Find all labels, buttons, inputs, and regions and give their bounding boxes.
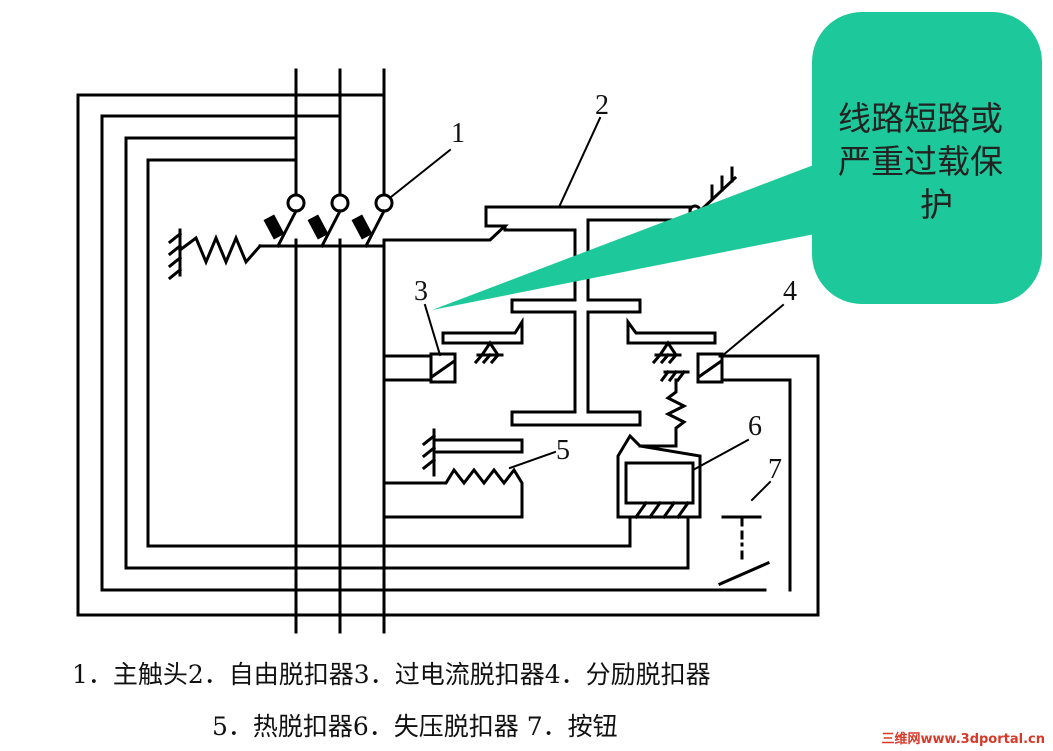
label-2: 2 (595, 90, 609, 121)
overcurrent-release (382, 316, 524, 384)
caption-line-1: 1．主触头2．自由脱扣器3．过电流脱扣器4．分励脱扣器 (72, 660, 711, 689)
label-1: 1 (451, 118, 465, 149)
callout-line-3: 护 (920, 185, 953, 224)
return-spring (167, 228, 263, 281)
label-5: 5 (556, 435, 570, 466)
label-7: 7 (768, 454, 782, 485)
callout-line-1: 线路短路或 (838, 99, 1003, 138)
thermal-release (382, 428, 524, 519)
free-trip-mechanism (382, 166, 738, 427)
label-4: 4 (783, 276, 797, 307)
shunt-release (626, 317, 792, 592)
push-button (718, 515, 770, 586)
callout-bubble: 线路短路或 严重过载保 护 (432, 12, 1042, 310)
undervoltage-release (616, 433, 702, 520)
watermark: 三维网www.3dportal.cn (881, 732, 1045, 747)
main-lines (294, 68, 386, 634)
leader-lines (389, 116, 785, 502)
wiring-loops (76, 93, 820, 617)
label-3: 3 (414, 276, 428, 307)
undervoltage-spring (659, 369, 690, 448)
callout-line-2: 严重过载保 (838, 142, 1003, 181)
main-contacts (258, 193, 394, 249)
label-6: 6 (748, 411, 762, 442)
caption-line-2: 5．热脱扣器6．失压脱扣器 7．按钮 (212, 712, 618, 741)
part-labels: 1 2 3 4 5 6 7 (414, 90, 797, 485)
